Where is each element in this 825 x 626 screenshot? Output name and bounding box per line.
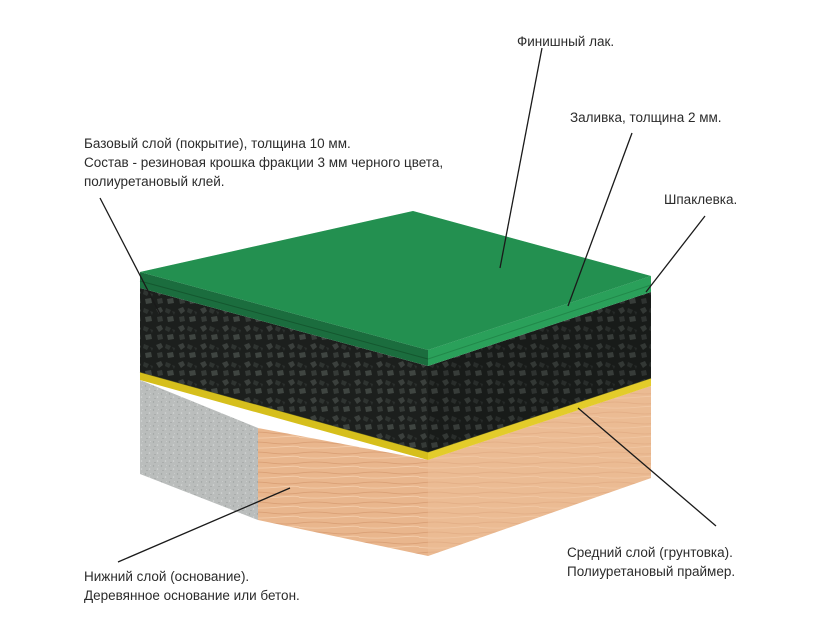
- putty-text: Шпаклевка.: [664, 192, 738, 207]
- leader-pour-layer: [567, 132, 633, 307]
- rubber-layer-right: [428, 292, 651, 452]
- rubber-right-shade: [428, 292, 651, 452]
- green-layer-right: [428, 276, 651, 366]
- leader-lines: [99, 47, 717, 563]
- label-pour-layer: Заливка, толщина 2 мм.: [570, 108, 722, 127]
- finish-top-surface: [140, 211, 651, 350]
- primer-layer-right: [428, 378, 651, 460]
- base-layer-line1: Базовый слой (покрытие), толщина 10 мм.: [84, 136, 351, 151]
- leader-bottom-layer: [117, 487, 291, 563]
- concrete-face: [140, 380, 258, 520]
- base-layer-line2: Состав - резиновая крошка фракции 3 мм ч…: [84, 155, 444, 170]
- bottom-layer-line1: Нижний слой (основание).: [84, 569, 250, 584]
- middle-layer-line1: Средний слой (грунтовка).: [567, 545, 733, 560]
- label-putty: Шпаклевка.: [664, 190, 737, 209]
- label-middle-layer: Средний слой (грунтовка). Полиуретановый…: [567, 543, 735, 581]
- green-layer-left: [140, 272, 428, 366]
- leader-middle-layer: [577, 407, 717, 527]
- finish-top-highlight: [140, 211, 651, 350]
- pour-layer-text: Заливка, толщина 2 мм.: [570, 110, 722, 125]
- label-finish-lacquer: Финишный лак.: [517, 32, 614, 51]
- label-base-layer: Базовый слой (покрытие), толщина 10 мм. …: [84, 134, 443, 191]
- rubber-layer-left: [140, 288, 428, 452]
- middle-layer-line2: Полиуретановый праймер.: [567, 564, 736, 579]
- finish-lacquer-text: Финишный лак.: [517, 34, 615, 49]
- wood-front-face: [258, 428, 428, 556]
- bottom-layer-line2: Деревянное основание или бетон.: [84, 588, 300, 603]
- wood-right-grain: [428, 386, 651, 556]
- primer-layer-left: [140, 372, 428, 460]
- leader-putty: [645, 215, 706, 293]
- base-layer-line3: полиуретановый клей.: [84, 174, 225, 189]
- green-separator-right: [427, 284, 652, 360]
- leader-base-layer: [99, 197, 161, 315]
- leader-finish-lacquer: [499, 47, 543, 269]
- label-bottom-layer: Нижний слой (основание). Деревянное осно…: [84, 567, 300, 605]
- green-separator-left: [139, 280, 429, 360]
